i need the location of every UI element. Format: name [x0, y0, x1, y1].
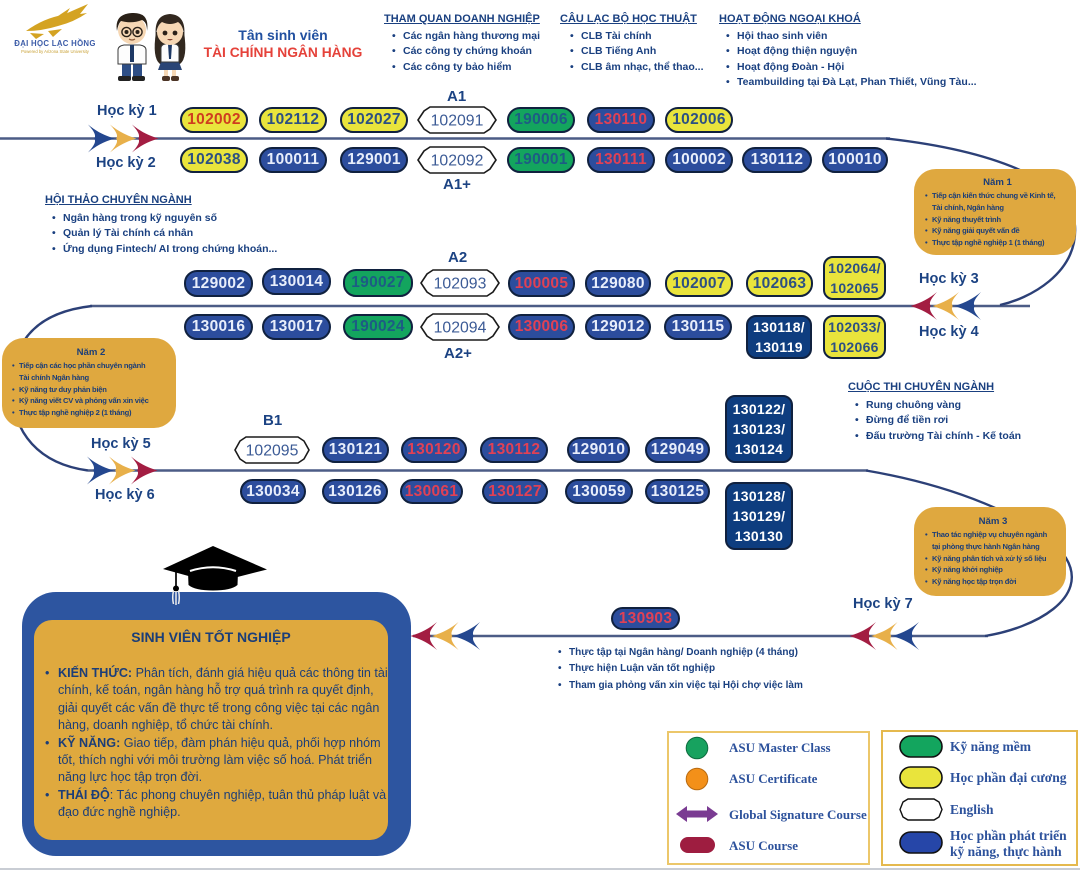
- svg-text:102091: 102091: [431, 113, 484, 130]
- svg-text:102095: 102095: [246, 443, 299, 460]
- svg-text:102093: 102093: [434, 276, 487, 293]
- svg-text:ĐẠI HỌC LẠC HỒNG: ĐẠI HỌC LẠC HỒNG: [14, 38, 95, 48]
- svg-text:102092: 102092: [431, 153, 484, 170]
- svg-text:Powered by Arizona State Unive: Powered by Arizona State University: [21, 49, 90, 54]
- svg-text:102094: 102094: [434, 320, 487, 337]
